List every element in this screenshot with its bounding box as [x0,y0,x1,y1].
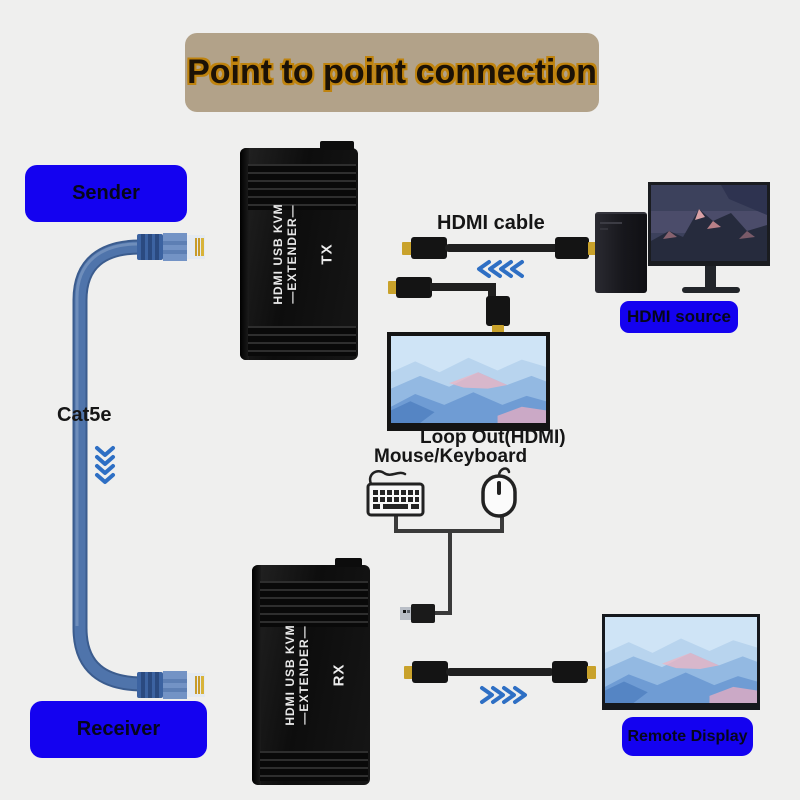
cat5e-cable [72,239,141,692]
device-heatsink-ridges [248,326,356,356]
page-title: Point to point connection [187,53,597,91]
remote-display-label-text: Remote Display [627,727,748,745]
receiver-label: Receiver [30,701,207,758]
source-monitor [648,182,770,266]
rj45-connector-icon [137,671,205,699]
tower-drive-slot [600,222,622,224]
cat5e-label: Cat5e [57,404,112,426]
chevron-down-arrows-icon [95,446,115,484]
keyboard-icon [366,469,425,517]
remote-display-label: Remote Display [622,717,753,756]
device-heatsink-ridges [248,164,356,210]
sender-label-text: Sender [72,182,140,204]
device-notch [320,141,354,150]
device-edge [252,565,261,785]
remote-monitor [602,614,760,710]
tx-device-name: HDMI USB KVM —EXTENDER— [270,203,299,305]
hdmi-cable-remote [404,661,596,683]
hdmi-cable-source [402,237,597,259]
pc-tower [595,212,647,293]
rx-device-name: HDMI USB KVM —EXTENDER— [282,624,311,726]
sender-label: Sender [25,165,187,222]
usb-connector-icon [400,604,435,623]
blue-mountain-wallpaper [605,617,757,703]
rj45-connector-icon [137,233,205,261]
usb-cable [394,516,504,615]
monitor-stand [705,265,716,288]
rx-extender-device: HDMI USB KVM —EXTENDER— RX [252,558,370,785]
device-notch [335,558,362,567]
monitor-stand-base [682,287,740,293]
twilight-mountain-wallpaper [651,185,767,261]
rx-port-text: RX [330,663,348,687]
tx-extender-device: HDMI USB KVM —EXTENDER— TX [240,141,358,360]
chevron-right-arrows-icon [480,686,527,704]
tower-power-detail [600,228,608,230]
receiver-label-text: Receiver [76,718,161,740]
tx-port-text: TX [318,243,336,265]
loop-out-label: Loop Out(HDMI) [420,427,566,448]
device-heatsink-ridges [260,581,368,627]
chevron-left-arrows-icon [477,260,524,278]
mouse-keyboard-label: Mouse/Keyboard [374,446,528,467]
hdmi-cable-loopout [388,277,510,334]
blue-mountain-wallpaper [391,336,546,423]
device-heatsink-ridges [260,751,368,781]
device-edge [240,148,249,360]
hdmi-source-label-text: HDMI source [627,307,731,326]
hdmi-source-label: HDMI source [620,301,738,333]
hdmi-cable-label: HDMI cable [437,212,545,234]
mouse-icon [481,467,517,518]
loopout-monitor [387,332,550,431]
title-banner: Point to point connection [185,33,599,112]
